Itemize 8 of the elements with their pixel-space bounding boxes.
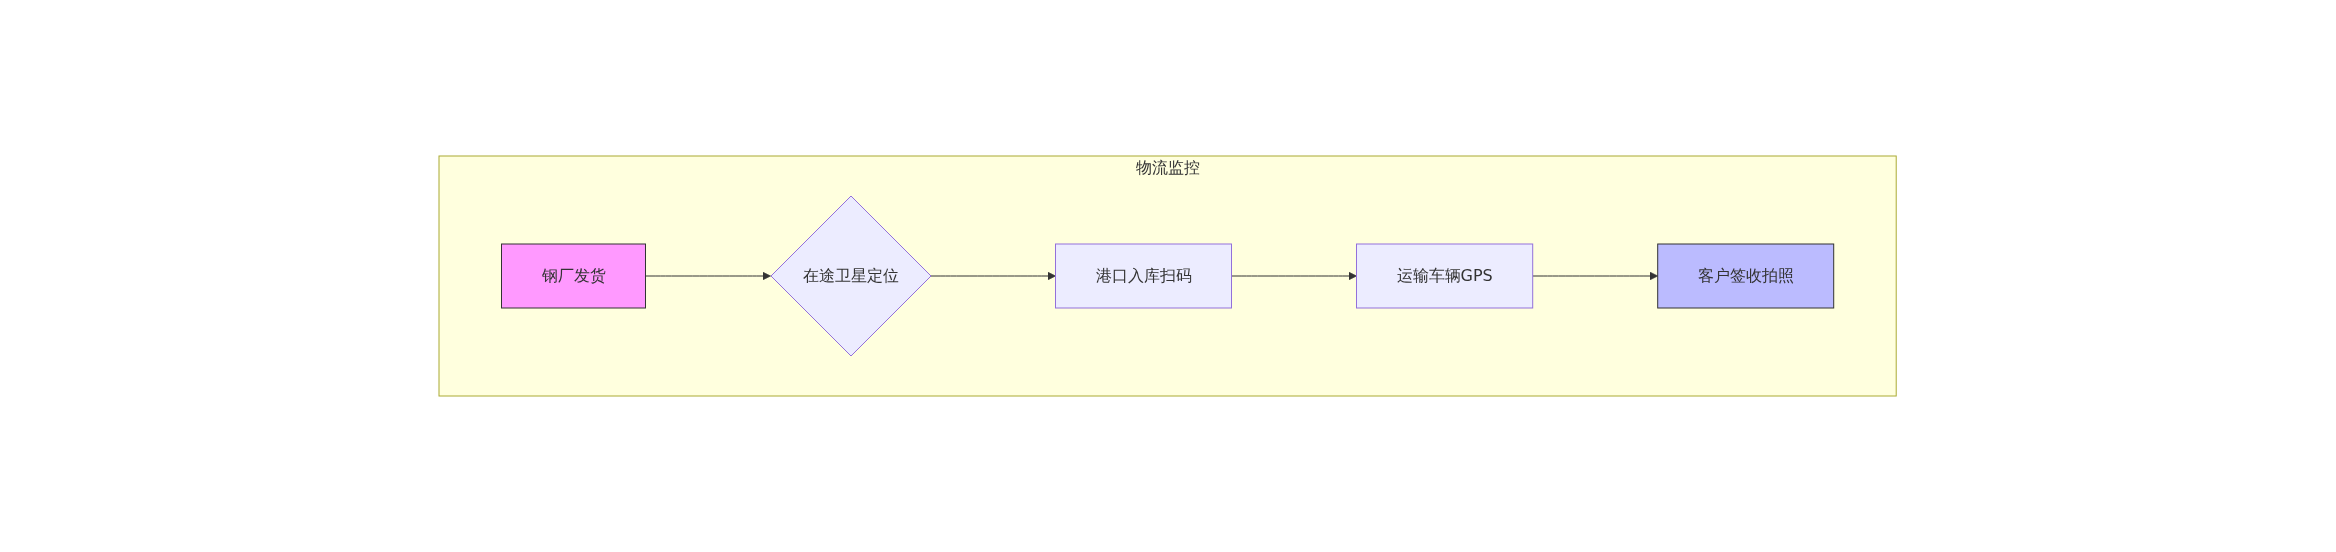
arrow — [1532, 271, 1659, 281]
node-box: 运输车辆GPS — [1356, 243, 1534, 309]
node-diamond: 在途卫星定位 — [770, 195, 932, 357]
node-box: 客户签收拍照 — [1657, 243, 1835, 309]
arrow — [930, 271, 1057, 281]
node-box: 港口入库扫码 — [1055, 243, 1233, 309]
node-box: 钢厂发货 — [501, 243, 647, 309]
arrow — [1231, 271, 1358, 281]
